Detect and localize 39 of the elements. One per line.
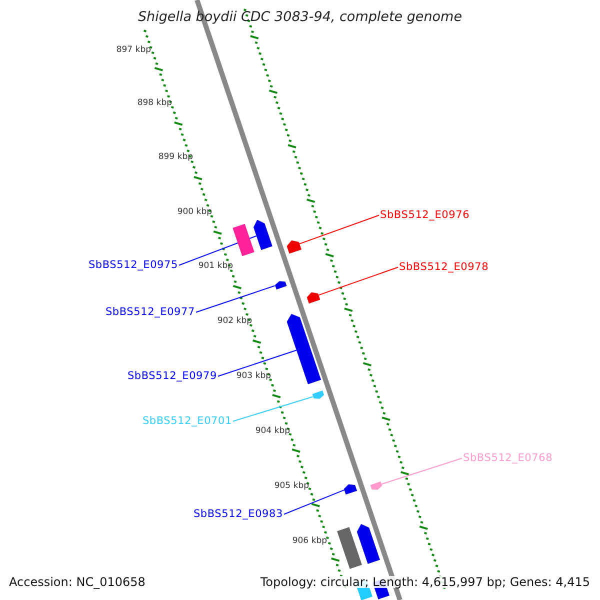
gene-label: SbBS512_E0768 [463,453,553,464]
gene-glyph [252,218,272,250]
gene-glyph [342,482,358,494]
scale-label: 903 kbp [236,372,271,380]
genome-summary: Topology: circular; Length: 4,615,997 bp; Genes: 4,415 [260,576,590,588]
gene-glyph [312,390,324,400]
scale-label: 900 kbp [177,208,212,216]
title: Shigella boydii CDC 3083-94, complete genome [136,11,464,24]
gene-glyph [336,526,362,570]
gene-glyph [284,238,302,254]
gene-glyph [284,312,322,384]
scale-label: 905 kbp [274,482,309,490]
leader-line [232,396,314,422]
leader-line [318,266,398,296]
gene-label: SbBS512_E0976 [380,210,470,220]
gene-label: SbBS512_E0978 [399,262,489,272]
leader-line [218,350,297,377]
leader-line [196,285,276,313]
scale-label: 898 kbp [137,99,172,108]
gene-label: SbBS512_E0977 [105,307,195,318]
scale-label: 902 kbp [217,317,252,326]
gene-label: SbBS512_E0975 [88,260,178,270]
scale-label: 906 kbp [292,537,327,546]
scale-label: 899 kbp [158,153,193,162]
gene-label: SbBS512_E0979 [127,371,217,382]
leader-line [298,214,380,244]
gene-glyph [370,480,382,492]
gene-label: SbBS512_E0701 [142,416,232,426]
gene-glyph [232,224,254,256]
accession-text: Accession: NC_010658 [9,576,146,588]
gene-glyph [354,522,380,564]
scale-label: 901 kbp [198,262,233,270]
gene-glyph [306,290,320,304]
scale-label: 904 kbp [255,427,290,436]
scale-label: 897 kbp [116,46,151,54]
leader-line [380,458,462,485]
leader-line [284,489,345,515]
gene-label: SbBS512_E0983 [193,509,283,520]
gene-glyph [274,278,286,290]
